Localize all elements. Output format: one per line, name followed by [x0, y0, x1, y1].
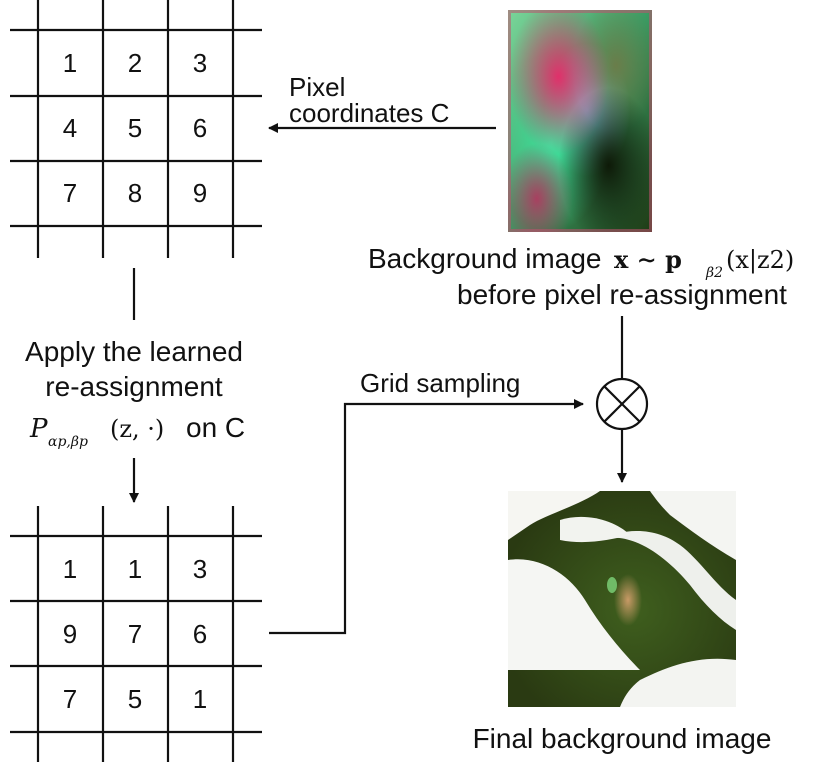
bottom-grid-cell: 9 [63, 619, 77, 649]
grid-sampling-label: Grid sampling [360, 368, 520, 398]
top-grid-cell: 1 [63, 48, 77, 78]
bottom-grid-cell: 5 [128, 684, 142, 714]
bottom-grid-cell: 6 [193, 619, 207, 649]
background-caption: Background image x ∼ p β2 (x|z2) before … [368, 243, 794, 310]
bg-caption-prefix: Background image [368, 243, 601, 274]
reassign-args: (z, ·) [110, 415, 164, 443]
bottom-grid-cell: 1 [128, 554, 142, 584]
bg-caption-line2: before pixel re-assignment [457, 279, 787, 310]
apply-label-line3: on C [186, 412, 245, 443]
background-image-before [508, 10, 652, 232]
pixel-label-line1: Pixel [289, 72, 345, 102]
bottom-grid-lines [10, 506, 262, 762]
bottom-grid-cell: 7 [63, 684, 77, 714]
top-grid-cell: 2 [128, 48, 142, 78]
apply-label-line1: Apply the learned [25, 336, 243, 367]
final-image-caption: Final background image [473, 723, 772, 754]
top-grid-cell: 8 [128, 178, 142, 208]
pixel-label-line2: coordinates C [289, 98, 449, 128]
bottom-grid-cell: 1 [63, 554, 77, 584]
bg-expr: x ∼ p [614, 245, 682, 274]
top-grid-cell: 4 [63, 113, 77, 143]
reassignment-formula: P αp,βp (z, ·) on C [29, 412, 245, 450]
bottom-grid-cell: 3 [193, 554, 207, 584]
top-grid-cell: 3 [193, 48, 207, 78]
top-grid-cell: 6 [193, 113, 207, 143]
apply-label-line2: re-assignment [45, 371, 223, 402]
bg-sub: β2 [705, 265, 723, 281]
connectors [129, 123, 627, 635]
bottom-grid-cell: 7 [128, 619, 142, 649]
bg-args: (x|z2) [726, 246, 794, 275]
top-grid-cell: 9 [193, 178, 207, 208]
reassign-P: P [29, 414, 48, 444]
bottom-grid-cell: 1 [193, 684, 207, 714]
top-grid-cell: 5 [128, 113, 142, 143]
final-background-image [508, 491, 736, 707]
top-grid: 1 2 3 4 5 6 7 8 9 [10, 0, 262, 258]
top-grid-cell: 7 [63, 178, 77, 208]
reassign-sub: αp,βp [48, 434, 88, 450]
grid-sampling-arrow [269, 399, 584, 635]
multiply-icon [595, 377, 649, 431]
top-grid-lines [10, 0, 262, 258]
bottom-grid: 1 1 3 9 7 6 7 5 1 [10, 506, 262, 762]
